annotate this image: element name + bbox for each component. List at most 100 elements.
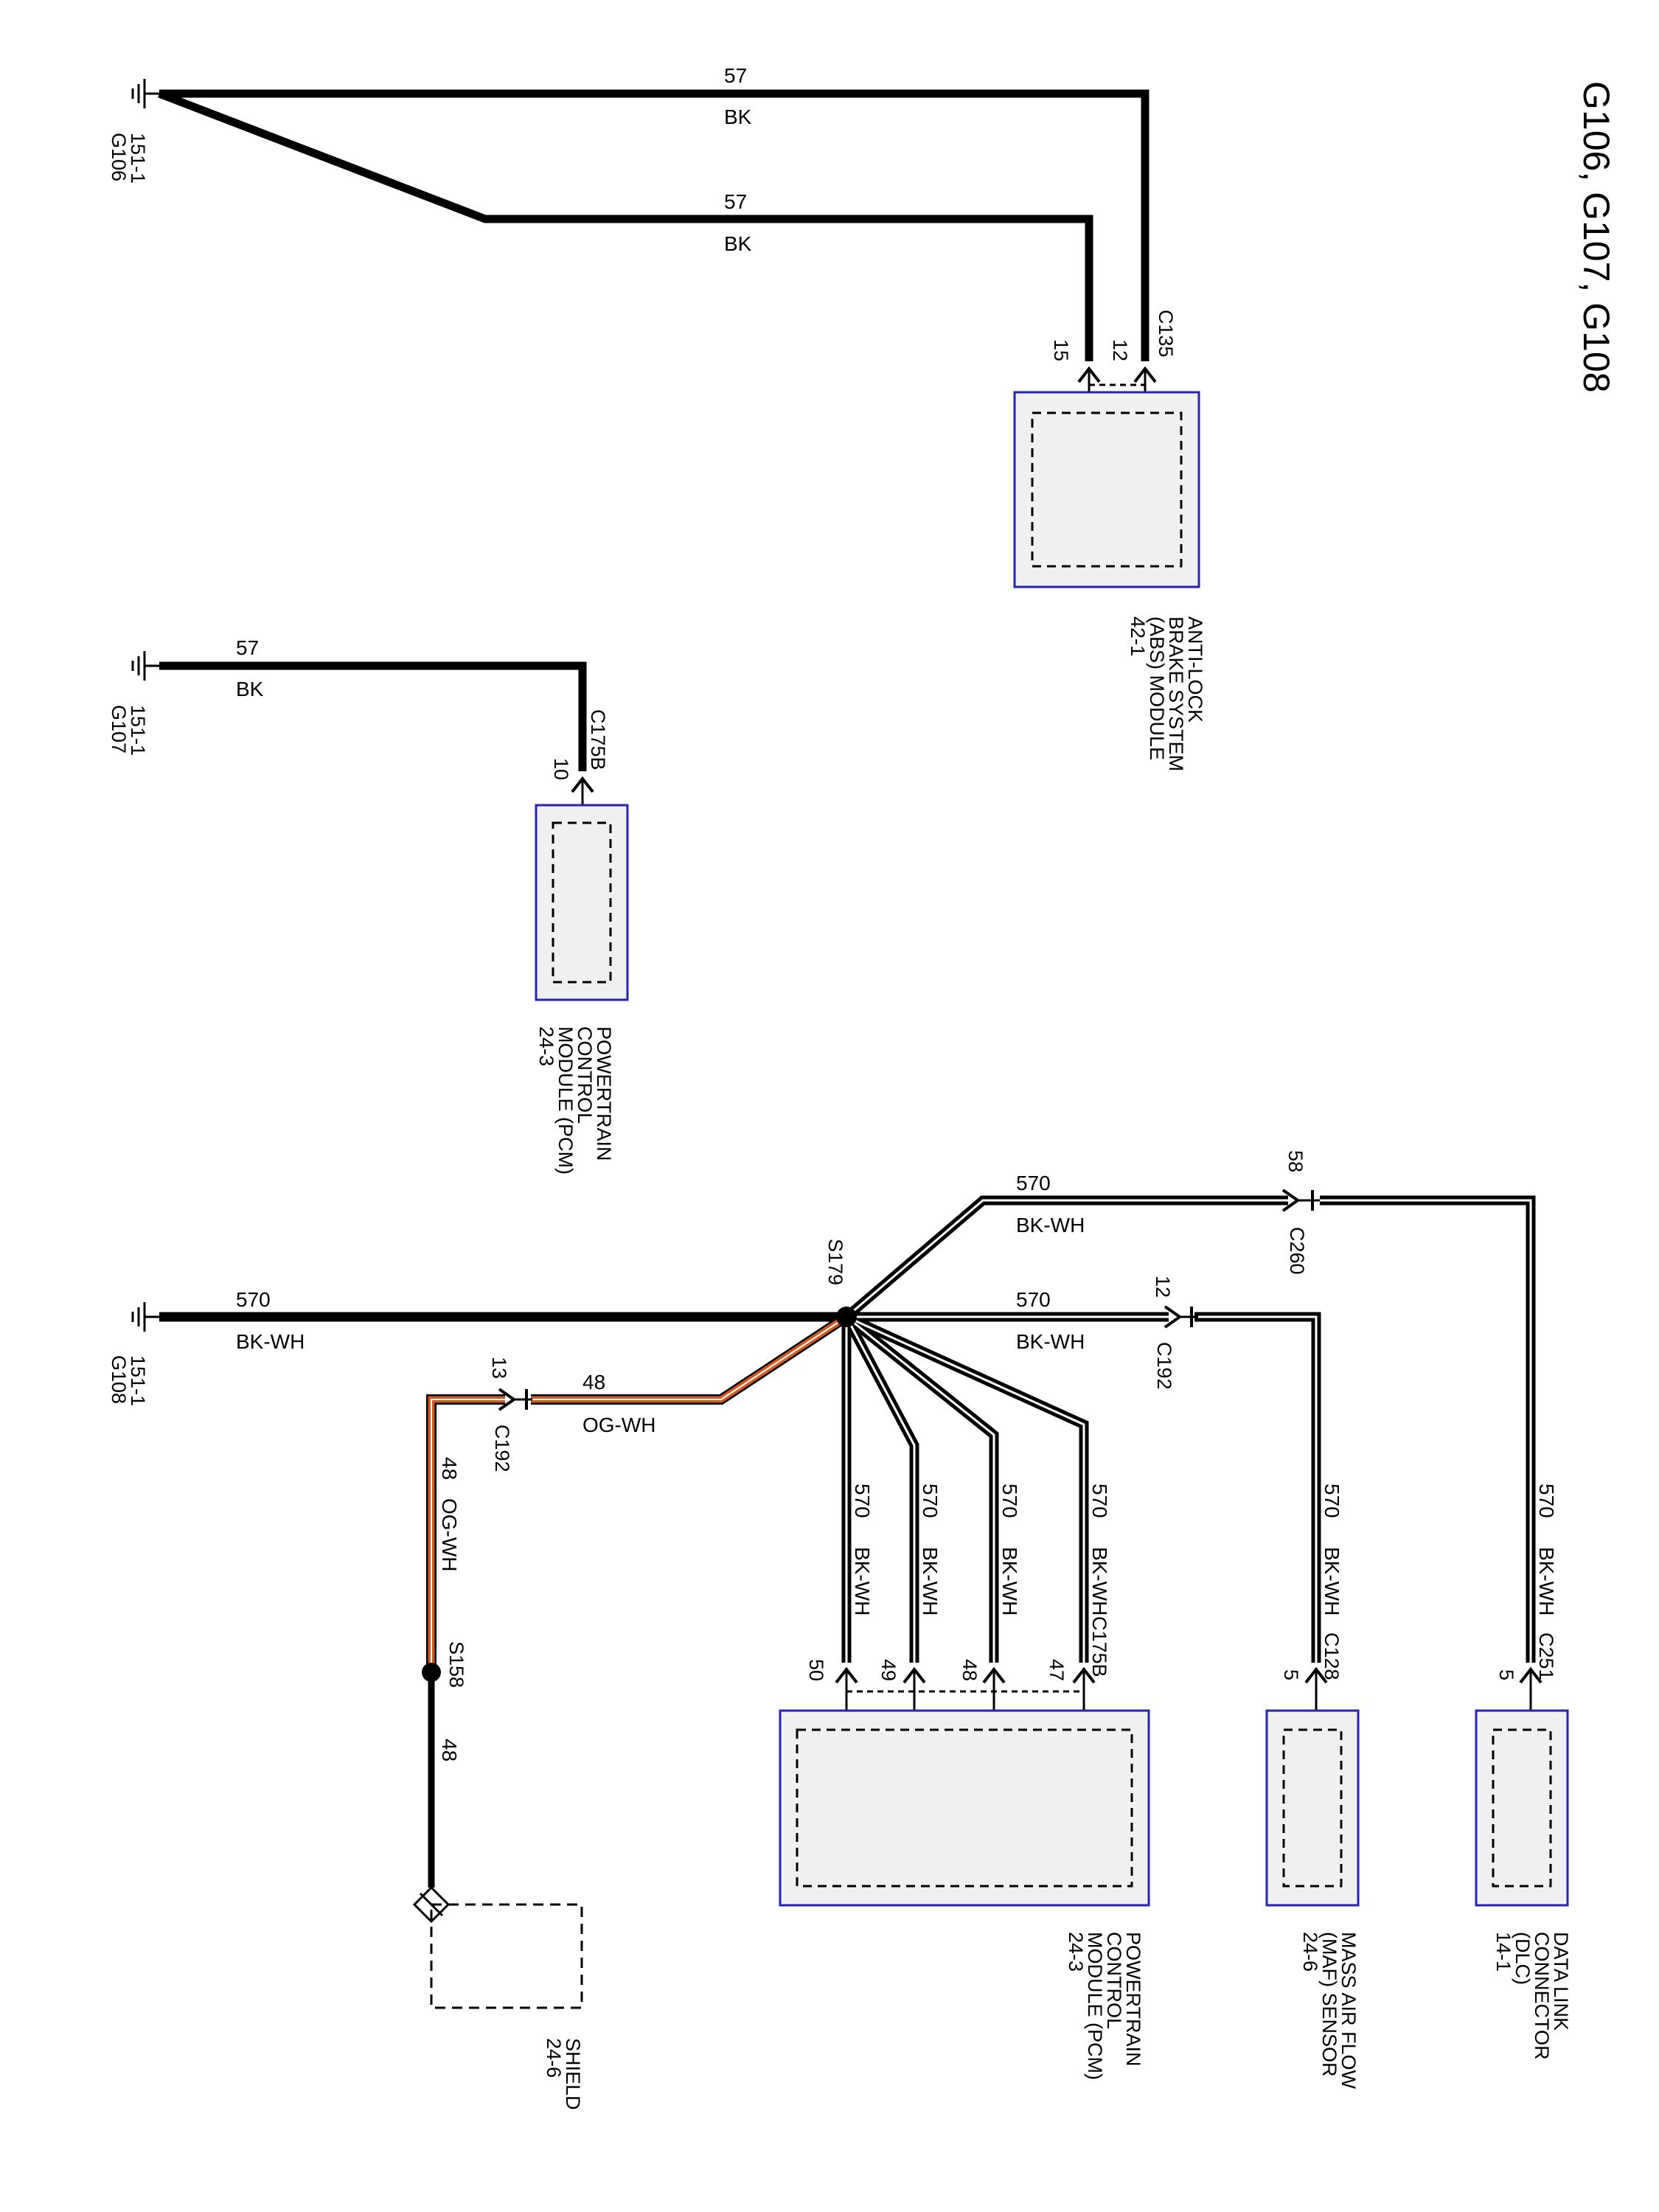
pcm-top-module bbox=[535, 804, 629, 1001]
svg-text:24-6: 24-6 bbox=[1299, 1932, 1321, 1972]
wire-og-vertical-color: OG-WH bbox=[438, 1498, 461, 1572]
maf-sensor-module bbox=[1265, 1709, 1360, 1907]
svg-text:(DLC): (DLC) bbox=[1512, 1932, 1534, 1985]
c128-pin: 5 bbox=[1280, 1669, 1302, 1680]
wire-maf-circuit: 570 bbox=[1321, 1484, 1343, 1518]
wire-s179-c192-color: BK-WH bbox=[1016, 1330, 1085, 1353]
c175b-top-pin-10: 10 bbox=[550, 758, 572, 780]
svg-text:14-1: 14-1 bbox=[1492, 1932, 1514, 1972]
wire-pcm49-circuit: 570 bbox=[919, 1484, 942, 1518]
pcm-bottom-module bbox=[779, 1709, 1150, 1907]
c135-pin-12: 12 bbox=[1109, 339, 1131, 361]
wire-dlc-color: BK-WH bbox=[1535, 1547, 1558, 1615]
svg-text:24-6: 24-6 bbox=[543, 2038, 565, 2078]
wire-s179-og-color: OG-WH bbox=[582, 1413, 656, 1436]
c175b-top-name: C175B bbox=[587, 709, 609, 771]
svg-text:POWERTRAIN: POWERTRAIN bbox=[1122, 1932, 1144, 2067]
dlc-module bbox=[1475, 1709, 1569, 1907]
ogwh-wires bbox=[426, 1312, 849, 1672]
wire-g108-circuit: 570 bbox=[236, 1288, 271, 1311]
splice-s179 bbox=[836, 1307, 857, 1327]
wire-pcm48-circuit: 570 bbox=[998, 1484, 1021, 1518]
wire-dlc-circuit: 570 bbox=[1535, 1484, 1558, 1518]
svg-text:42-1: 42-1 bbox=[1127, 616, 1149, 656]
wire-pcm49-color: BK-WH bbox=[919, 1547, 942, 1615]
s179-label: S179 bbox=[824, 1239, 846, 1285]
c192-b-pin: 13 bbox=[488, 1357, 510, 1379]
wire-s179-og-circuit: 48 bbox=[582, 1371, 605, 1394]
s158-label: S158 bbox=[445, 1641, 467, 1688]
svg-text:POWERTRAIN: POWERTRAIN bbox=[593, 1026, 615, 1161]
shield-symbol bbox=[412, 1885, 583, 2009]
c175b-bottom-name: C175B bbox=[1088, 1616, 1110, 1677]
pcm-bottom-module-label: POWERTRAIN CONTROL MODULE (PCM) 24-3 bbox=[1065, 1932, 1144, 2080]
c128-name: C128 bbox=[1321, 1632, 1343, 1680]
svg-text:(MAF) SENSOR: (MAF) SENSOR bbox=[1318, 1932, 1340, 2077]
c251-pin: 5 bbox=[1495, 1669, 1517, 1680]
wire-s179-c192-circuit: 570 bbox=[1016, 1288, 1051, 1311]
c175b-pin-47: 47 bbox=[1046, 1659, 1068, 1681]
ground-g106-symbol bbox=[131, 79, 159, 108]
wire-shield-circuit: 48 bbox=[438, 1739, 461, 1761]
ground-g107-symbol bbox=[131, 651, 159, 681]
abs-module bbox=[1013, 391, 1200, 588]
svg-text:24-3: 24-3 bbox=[535, 1026, 557, 1066]
ground-g108-symbol bbox=[131, 1302, 159, 1332]
svg-text:ANTI-LOCK: ANTI-LOCK bbox=[1184, 616, 1206, 723]
wire-g106-top bbox=[159, 89, 1150, 361]
wire-maf-color: BK-WH bbox=[1321, 1547, 1343, 1615]
shield-label: SHIELD 24-6 bbox=[543, 2038, 584, 2110]
wire-g106-mid bbox=[158, 89, 1093, 361]
connector-c192-a-symbol bbox=[1164, 1305, 1198, 1329]
svg-text:MASS AIR FLOW: MASS AIR FLOW bbox=[1338, 1932, 1360, 2090]
wire-g108-color: BK-WH bbox=[236, 1330, 305, 1353]
c175b-pin-50: 50 bbox=[805, 1659, 827, 1681]
connector-c192-b-symbol bbox=[498, 1388, 532, 1411]
maf-sensor-label: MASS AIR FLOW (MAF) SENSOR 24-6 bbox=[1299, 1932, 1360, 2090]
c260-name: C260 bbox=[1286, 1227, 1308, 1275]
c260-pin: 58 bbox=[1284, 1150, 1307, 1172]
diagram-title: G106, G107, G108 bbox=[1576, 81, 1617, 393]
svg-text:CONTROL: CONTROL bbox=[574, 1026, 596, 1124]
g108-name: G108 bbox=[108, 1355, 130, 1404]
g107-ref: 151-1 bbox=[127, 705, 149, 756]
c192-a-pin: 12 bbox=[1152, 1276, 1174, 1298]
abs-module-label: ANTI-LOCK BRAKE SYSTEM (ABS) MODULE 42-1 bbox=[1127, 616, 1206, 771]
c251-name: C251 bbox=[1535, 1632, 1557, 1680]
bkwh-wires bbox=[159, 1195, 1536, 1663]
wire-pcm50-circuit: 570 bbox=[851, 1484, 874, 1518]
svg-text:24-3: 24-3 bbox=[1065, 1932, 1087, 1972]
svg-text:DATA LINK: DATA LINK bbox=[1550, 1932, 1572, 2031]
g108-ref: 151-1 bbox=[127, 1355, 149, 1406]
wire-g107-color: BK bbox=[236, 678, 264, 700]
c135-name: C135 bbox=[1155, 310, 1177, 358]
wire-pcm47-circuit: 570 bbox=[1088, 1484, 1111, 1518]
g107-name: G107 bbox=[108, 705, 130, 754]
svg-text:MODULE (PCM): MODULE (PCM) bbox=[554, 1026, 577, 1175]
svg-text:CONTROL: CONTROL bbox=[1103, 1932, 1125, 2029]
c175b-pin-49: 49 bbox=[877, 1659, 900, 1681]
wire-pcm47-color: BK-WH bbox=[1088, 1547, 1111, 1615]
wire-g107 bbox=[159, 661, 587, 771]
wire-g106-mid-circuit: 57 bbox=[724, 190, 747, 213]
connector-c260-symbol bbox=[1281, 1189, 1320, 1212]
svg-text:SHIELD: SHIELD bbox=[562, 2038, 584, 2110]
dlc-label: DATA LINK CONNECTOR (DLC) 14-1 bbox=[1492, 1932, 1572, 2060]
wire-pcm50-color: BK-WH bbox=[851, 1547, 874, 1615]
svg-text:CONNECTOR: CONNECTOR bbox=[1531, 1932, 1553, 2060]
wire-pcm48-color: BK-WH bbox=[998, 1547, 1021, 1615]
wire-g106-top-color: BK bbox=[724, 105, 752, 128]
wire-g107-circuit: 57 bbox=[236, 636, 259, 659]
wire-g106-top-circuit: 57 bbox=[724, 64, 747, 87]
svg-text:BRAKE SYSTEM: BRAKE SYSTEM bbox=[1165, 616, 1187, 771]
g106-ref: 151-1 bbox=[127, 133, 149, 184]
svg-text:MODULE (PCM): MODULE (PCM) bbox=[1084, 1932, 1106, 2080]
wire-g106-mid-color: BK bbox=[724, 232, 752, 255]
wire-s179-c260-circuit: 570 bbox=[1016, 1172, 1051, 1194]
c192-b-name: C192 bbox=[491, 1425, 513, 1472]
c192-a-name: C192 bbox=[1153, 1342, 1175, 1390]
c135-pin-15: 15 bbox=[1050, 339, 1072, 361]
splice-s158 bbox=[422, 1663, 441, 1682]
g106-name: G106 bbox=[108, 133, 130, 181]
